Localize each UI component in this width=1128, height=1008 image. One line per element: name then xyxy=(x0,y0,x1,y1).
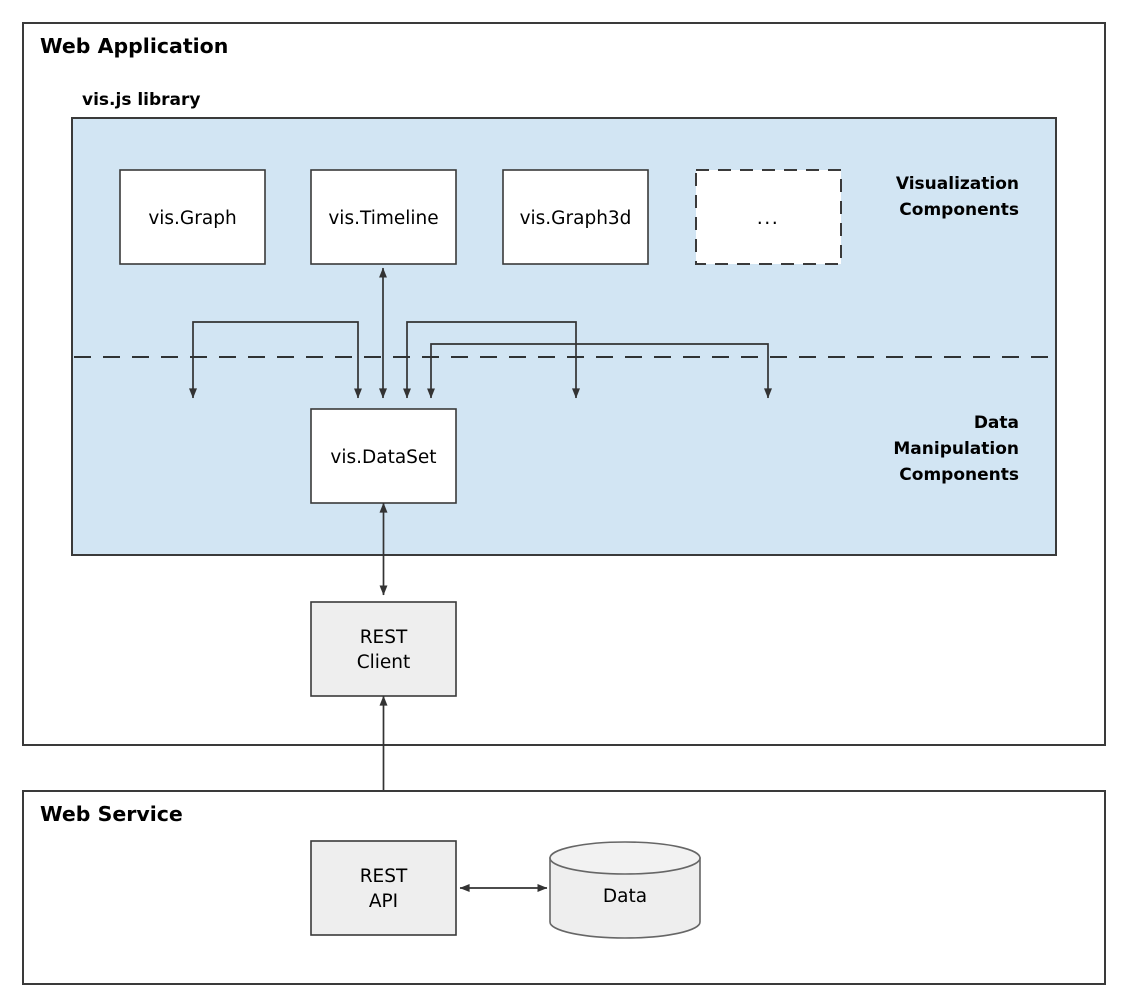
component-rest-client[interactable]: REST Client xyxy=(310,601,457,697)
vis-timeline-label: vis.Timeline xyxy=(328,208,438,229)
component-rest-api[interactable]: REST API xyxy=(310,840,457,936)
rest-api-label-line1: REST xyxy=(360,866,408,887)
component-vis-graph3d[interactable]: vis.Graph3d xyxy=(502,169,649,265)
vis-timeline-box[interactable] xyxy=(310,169,457,265)
component-vis-dataset[interactable]: vis.DataSet xyxy=(310,408,457,504)
vis-graph3d-label: vis.Graph3d xyxy=(520,208,632,229)
rest-client-label-line1: REST xyxy=(360,627,408,648)
component-database[interactable]: Data xyxy=(549,841,701,939)
data-manipulation-components-label: Data Manipulation Components xyxy=(893,413,1019,485)
vis-graph-label: vis.Graph xyxy=(148,208,236,229)
database-cylinder-top xyxy=(549,841,701,875)
rest-api-label-line2: API xyxy=(369,891,398,912)
connector-dataset-more-components xyxy=(427,343,772,399)
component-vis-timeline[interactable]: vis.Timeline xyxy=(310,169,457,265)
rest-client-label-line2: Client xyxy=(357,652,411,673)
svg-text:Manipulation: Manipulation xyxy=(893,439,1019,459)
vis-graph3d-box[interactable] xyxy=(502,169,649,265)
vis-dataset-box[interactable] xyxy=(310,408,457,504)
svg-text:Data: Data xyxy=(974,413,1019,433)
rest-client-box[interactable] xyxy=(310,601,457,697)
component-more-components[interactable]: ... xyxy=(695,169,842,265)
database-cylinder-body[interactable] xyxy=(549,857,701,939)
svg-text:Visualization: Visualization xyxy=(896,174,1019,194)
connector-dataset-vis-graph3d xyxy=(403,321,580,399)
more-components-box[interactable] xyxy=(695,169,842,265)
vis-js-library-title: vis.js library xyxy=(82,90,201,110)
visualization-components-label: Visualization Components xyxy=(896,174,1019,220)
connector-dataset-vis-graph xyxy=(189,321,362,399)
component-vis-graph[interactable]: vis.Graph xyxy=(119,169,266,265)
more-components-label: ... xyxy=(757,207,780,229)
vis-graph-box[interactable] xyxy=(119,169,266,265)
web-application-title: Web Application xyxy=(40,34,228,58)
database-label: Data xyxy=(603,886,647,907)
web-service-title: Web Service xyxy=(40,802,183,826)
vis-dataset-label: vis.DataSet xyxy=(330,447,436,468)
svg-text:Components: Components xyxy=(899,465,1019,485)
svg-text:Components: Components xyxy=(899,200,1019,220)
rest-api-box[interactable] xyxy=(310,840,457,936)
